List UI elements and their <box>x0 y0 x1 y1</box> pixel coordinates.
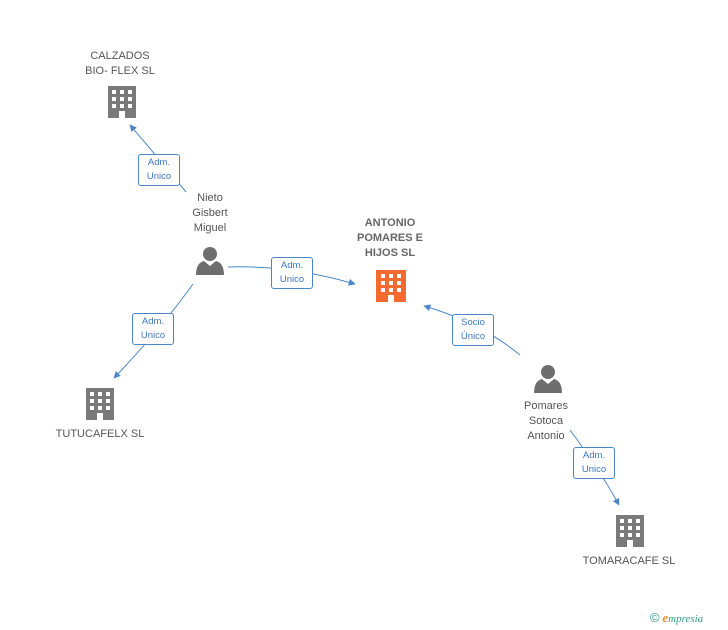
edge-label-line: Unico <box>140 330 166 341</box>
label-line: Gisbert <box>192 207 228 219</box>
label-line: TOMARACAFE SL <box>582 555 676 567</box>
edge-label-pomares-antonio[interactable]: Socio Único <box>452 314 494 346</box>
node-label-tomaracafe[interactable]: TOMARACAFE SL <box>583 554 676 569</box>
node-label-nieto[interactable]: Nieto Gisbert Miguel <box>192 191 227 236</box>
edge-label-line: Adm. <box>280 260 304 271</box>
edge-label-nieto-antonio[interactable]: Adm. Unico <box>271 257 313 289</box>
label-line: CALZADOS <box>90 50 150 62</box>
building-icon[interactable] <box>616 515 644 547</box>
label-line: Antonio <box>527 430 565 442</box>
person-icon[interactable] <box>196 247 224 275</box>
edge-label-line: Único <box>460 331 486 342</box>
edge-label-line: Unico <box>279 274 305 285</box>
edge-label-nieto-tutucafelx[interactable]: Adm. Unico <box>132 313 174 345</box>
empresia-logo[interactable]: © empresia <box>650 610 703 626</box>
label-line: Pomares <box>523 400 569 412</box>
node-label-tutucafelx[interactable]: TUTUCAFELX SL <box>56 427 145 442</box>
label-line: Sotoca <box>528 415 564 427</box>
label-line: Miguel <box>193 222 227 234</box>
brand-name: mpresia <box>668 613 704 625</box>
edge-label-line: Socio <box>461 317 485 328</box>
edge-label-line: Unico <box>146 171 172 182</box>
building-icon[interactable] <box>108 86 136 118</box>
label-line: POMARES E <box>356 232 424 244</box>
label-line: HIJOS SL <box>364 247 416 259</box>
brand-initial: e <box>662 610 669 625</box>
edge-label-pomares-tomaracafe[interactable]: Adm. Unico <box>573 447 615 479</box>
label-line: BIO- FLEX SL <box>85 65 155 77</box>
edge-label-nieto-calzados[interactable]: Adm. Unico <box>138 154 180 186</box>
building-icon[interactable] <box>376 270 406 302</box>
node-label-antonio[interactable]: ANTONIO POMARES E HIJOS SL <box>357 216 423 261</box>
node-label-pomares[interactable]: Pomares Sotoca Antonio <box>524 399 568 444</box>
node-label-calzados[interactable]: CALZADOS BIO- FLEX SL <box>85 49 155 79</box>
edge-label-line: Adm. <box>582 450 606 461</box>
edge-label-line: Adm. <box>141 316 165 327</box>
person-icon[interactable] <box>534 365 562 393</box>
edge-label-line: Adm. <box>147 157 171 168</box>
building-icon[interactable] <box>86 388 114 420</box>
label-line: TUTUCAFELX SL <box>55 428 145 440</box>
label-line: Nieto <box>197 192 223 204</box>
copyright-symbol: © <box>650 610 660 625</box>
edge-label-line: Unico <box>581 464 607 475</box>
label-line: ANTONIO <box>364 217 416 229</box>
